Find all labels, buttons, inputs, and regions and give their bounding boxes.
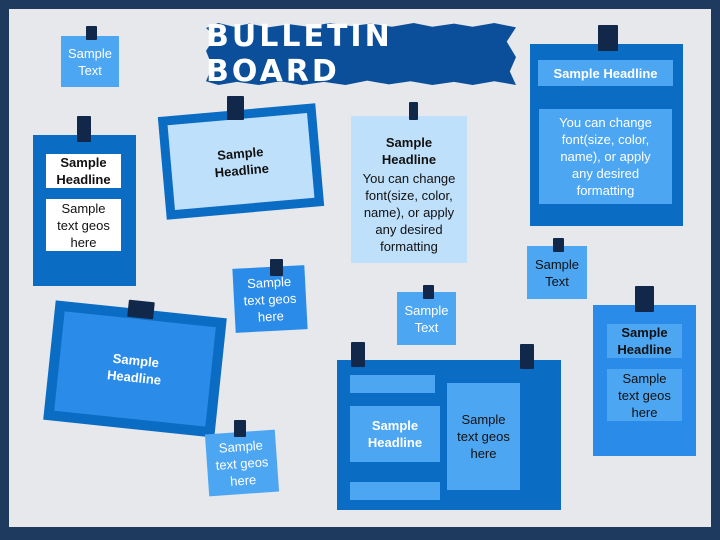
note-card-left-headline: Sample Headline [46, 154, 121, 188]
board-title: BULLETIN BOARD [206, 19, 393, 89]
pin-icon [351, 342, 365, 367]
pin-icon [227, 96, 244, 120]
note-small-text-geos-2: Sample text geos here [204, 429, 280, 497]
pin-icon [423, 285, 434, 299]
note-tilted-headline: Sample Headline [167, 113, 315, 210]
bulletin-board: BULLETIN BOARD Sample Text Sample Headli… [9, 9, 711, 527]
pin-icon [635, 286, 654, 312]
note-card-right-bottom-headline: Sample Headline [607, 324, 682, 358]
note-card-right-bottom-body: Sample text geos here [607, 369, 682, 421]
pin-icon [127, 299, 155, 320]
note-pale-card-body: You can change font(size, color, name), … [362, 170, 456, 254]
pin-icon [270, 259, 283, 276]
note-pale-card [351, 116, 467, 263]
note-pale-card-headline: Sample Headline [381, 135, 437, 167]
pin-icon [77, 116, 91, 142]
note-sample-text-3: Sample Text [527, 246, 587, 299]
pin-icon [409, 102, 418, 120]
pin-icon [598, 25, 618, 51]
note-large-tilted-card: Sample Headline [43, 300, 227, 438]
note-sample-text-1: Sample Text [61, 36, 119, 87]
note-card-right-top-headline: Sample Headline [538, 60, 673, 86]
pin-icon [520, 344, 534, 369]
note-bottom-card-headline: Sample Headline [350, 406, 440, 462]
note-sample-text-2: Sample Text [397, 292, 456, 345]
pin-icon [553, 238, 564, 252]
note-large-tilted-headline: Sample Headline [54, 311, 216, 427]
note-tilted-headline-card: Sample Headline [157, 103, 325, 220]
title-banner [206, 23, 516, 85]
note-bottom-card-bar-bottom [350, 482, 440, 500]
note-bottom-card-body: Sample text geos here [447, 383, 520, 490]
note-card-right-top-body: You can change font(size, color, name), … [539, 109, 672, 204]
note-card-left-body: Sample text geos here [46, 199, 121, 251]
pin-icon [86, 26, 97, 40]
pin-icon [234, 420, 246, 437]
note-bottom-card-bar-top [350, 375, 435, 393]
